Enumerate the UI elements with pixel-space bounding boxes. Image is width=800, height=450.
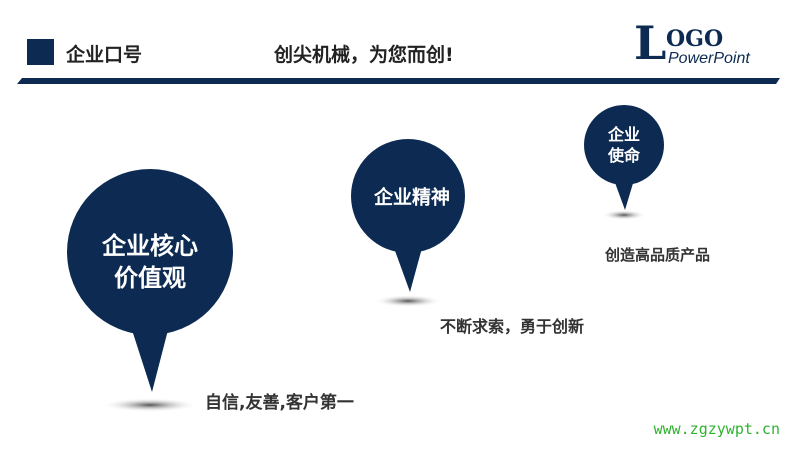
title-square-icon	[27, 39, 54, 65]
header-divider	[17, 78, 780, 84]
watermark: www.zgzywpt.cn	[653, 420, 780, 438]
label-line: 企业核心	[102, 232, 198, 260]
pin-spirit-label: 企业精神	[374, 183, 450, 210]
logo-subtitle: PowerPoint	[668, 50, 750, 67]
page-title: 企业口号	[66, 44, 143, 66]
label-line: 价值观	[114, 264, 186, 292]
logo-letter: L	[634, 16, 667, 70]
pin-core-values-label: 企业核心 价值观	[102, 230, 198, 294]
pin-shadow	[102, 398, 198, 412]
slogan: 创尖机械，为您而创!	[274, 44, 454, 66]
label-line: 企业精神	[373, 186, 451, 209]
pin-shadow	[602, 210, 646, 220]
pin-mission-label: 企业 使命	[608, 124, 640, 166]
spirit-caption: 不断求索，勇于创新	[440, 317, 585, 336]
label-line: 企业	[607, 125, 641, 144]
core-values-caption: 自信,友善,客户第一	[205, 393, 354, 413]
mission-caption: 创造高品质产品	[605, 246, 711, 264]
pin-shadow	[374, 295, 442, 307]
pin-spirit	[351, 139, 465, 253]
logo-text: OGO	[666, 26, 724, 52]
label-line: 使命	[607, 146, 641, 165]
pin-core-values	[67, 169, 233, 335]
pin-mission	[584, 105, 664, 185]
